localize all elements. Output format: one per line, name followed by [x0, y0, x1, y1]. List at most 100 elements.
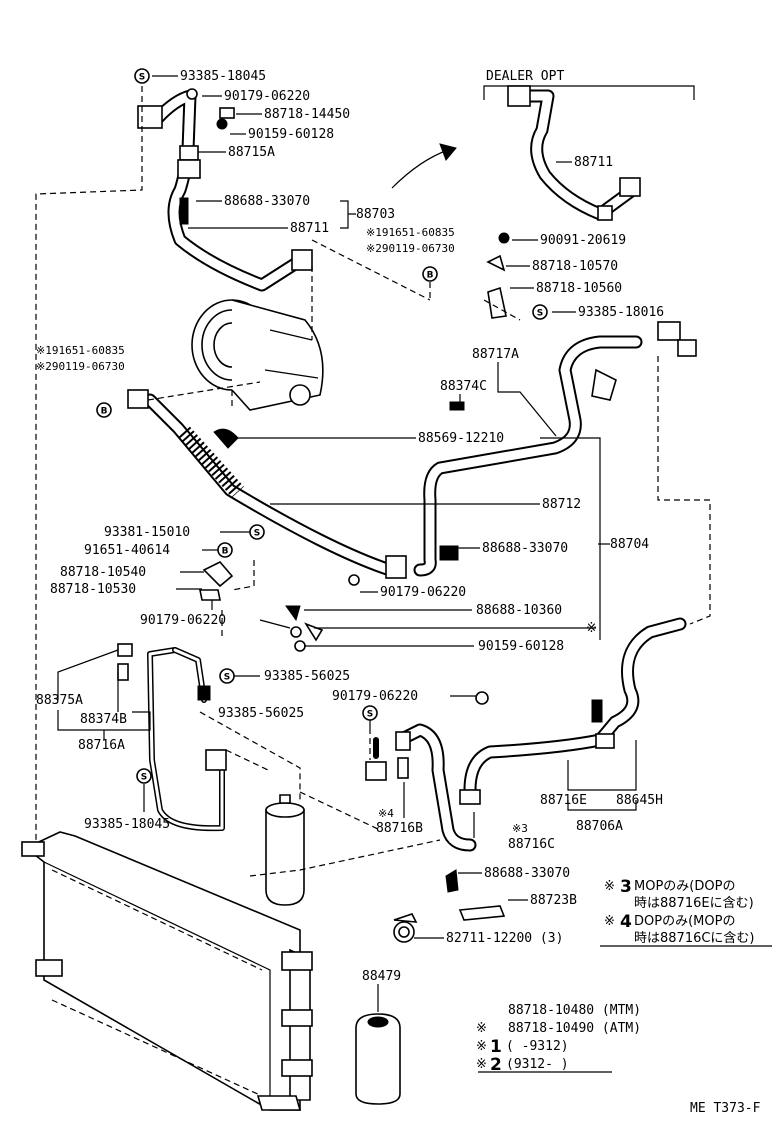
label-88688-33070: 88688-33070: [224, 194, 310, 209]
suction-hose-88711-dealer: [486, 85, 641, 319]
note-191651-60835: ※191651-60835: [36, 344, 125, 357]
label-88706A: 88706A: [576, 819, 623, 834]
legend-mtm: 88718-10480 (MTM): [508, 1003, 641, 1018]
label-90179-06220: 90179-06220: [224, 89, 310, 104]
note-4-mark: ※4: [378, 807, 394, 820]
fitting-block-icon: [137, 105, 163, 129]
svg-text:B: B: [427, 271, 434, 281]
s-badge: S: [249, 524, 265, 540]
condenser: [21, 831, 313, 1111]
label-93385-56025: 93385-56025: [264, 669, 350, 684]
bracket-88718-10540-10530: [199, 561, 324, 652]
label-88718-10570: 88718-10570: [532, 259, 618, 274]
svg-text:※: ※: [604, 914, 615, 929]
label-88569-12210: 88569-12210: [418, 431, 504, 446]
o-ring-icon: [179, 197, 189, 225]
label-88479: 88479: [362, 969, 401, 984]
s-badge: S: [134, 68, 150, 84]
label-90091-20619: 90091-20619: [540, 233, 626, 248]
svg-text:S: S: [537, 309, 543, 319]
note-3-text: MOPのみ(DOPの: [634, 879, 735, 894]
svg-text:3: 3: [620, 877, 632, 897]
label-88703: 88703: [356, 207, 395, 222]
b-badge: B: [217, 542, 233, 558]
label-88718-10560: 88718-10560: [536, 281, 622, 296]
label-88711-dealer: 88711: [574, 155, 613, 170]
label-90159-60128: 90159-60128: [478, 639, 564, 654]
receiver-drier: [265, 794, 305, 906]
note-290119-06730: ※290119-06730: [366, 242, 455, 255]
svg-text:※: ※: [476, 1021, 487, 1036]
label-88712: 88712: [542, 497, 581, 512]
part-labels: 93385-18045 90179-06220 88718-14450 9015…: [36, 69, 664, 984]
label-88718-10530: 88718-10530: [50, 582, 136, 597]
label-88688-10360: 88688-10360: [476, 603, 562, 618]
svg-text:B: B: [101, 407, 108, 417]
svg-text:B: B: [222, 547, 229, 557]
label-93385-18045: 93385-18045: [180, 69, 266, 84]
liquid-tube-88716A: [117, 643, 227, 832]
label-88718-14450: 88718-14450: [264, 107, 350, 122]
leader-lines: [57, 75, 772, 1073]
s-badge: S: [136, 768, 152, 784]
suction-hose-88711-left: [137, 88, 313, 292]
label-88645H: 88645H: [616, 793, 663, 808]
label-93385-56025: 93385-56025: [218, 706, 304, 721]
note-191651-60835: ※191651-60835: [366, 226, 455, 239]
legend-range-2: (9312- ): [506, 1057, 569, 1072]
label-88716A: 88716A: [78, 738, 125, 753]
legend-range-1: ( -9312): [506, 1039, 569, 1054]
figure-code: ME T373-F: [690, 1101, 761, 1116]
hose-clamp-82711: [393, 913, 418, 943]
label-88374B: 88374B: [80, 712, 127, 727]
tube-88716C: [395, 691, 506, 921]
label-82711-12200: 82711-12200 (3): [446, 931, 563, 946]
label-88716B: 88716B: [376, 821, 423, 836]
note-4-text: 時は88716Cに含む): [634, 930, 755, 946]
notes-block: ※ 3 MOPのみ(DOPの 時は88716Eに含む) ※ 4 DOPのみ(MO…: [604, 877, 755, 946]
note-3-text: 時は88716Eに含む): [634, 895, 754, 911]
dealer-opt-header: DEALER OPT: [486, 69, 564, 84]
note-290119-06730: ※290119-06730: [36, 360, 125, 373]
svg-text:※: ※: [604, 879, 615, 894]
label-88716C: 88716C: [508, 837, 555, 852]
liquid-tube-88717A: [348, 321, 697, 586]
s-badge: S: [532, 304, 548, 320]
s-badge: S: [219, 668, 235, 684]
bottle-88479: [355, 984, 401, 1105]
svg-text:S: S: [141, 773, 147, 783]
bracket-icon: [219, 107, 235, 119]
discharge-hose-88712: [127, 389, 407, 579]
label-88717A: 88717A: [472, 347, 519, 362]
b-badge: B: [422, 266, 438, 282]
label-88718-10540: 88718-10540: [60, 565, 146, 580]
note-mark: ※: [586, 621, 597, 636]
label-88704: 88704: [610, 537, 649, 552]
bolt-icon: [216, 118, 228, 130]
label-93385-18045: 93385-18045: [84, 817, 170, 832]
svg-text:S: S: [367, 710, 373, 720]
svg-text:S: S: [139, 73, 145, 83]
label-90179-06220: 90179-06220: [140, 613, 226, 628]
label-88688-33070: 88688-33070: [482, 541, 568, 556]
svg-text:S: S: [254, 529, 260, 539]
label-88688-33070: 88688-33070: [484, 866, 570, 881]
s-badge: S: [362, 705, 378, 721]
label-93381-15010: 93381-15010: [104, 525, 190, 540]
svg-text:2: 2: [490, 1055, 502, 1075]
label-90179-06220: 90179-06220: [332, 689, 418, 704]
dealer-opt-bracket: DEALER OPT: [483, 69, 695, 100]
legend-block: 88718-10480 (MTM) ※ 88718-10490 (ATM) ※ …: [476, 1003, 641, 1075]
label-90179-06220: 90179-06220: [380, 585, 466, 600]
label-88711: 88711: [290, 221, 329, 236]
legend-atm: 88718-10490 (ATM): [508, 1021, 641, 1036]
svg-text:※: ※: [476, 1039, 487, 1054]
svg-text:1: 1: [490, 1037, 502, 1057]
compressor-illustration: [191, 299, 324, 411]
label-88715A: 88715A: [228, 145, 275, 160]
svg-text:4: 4: [620, 912, 632, 932]
label-90159-60128: 90159-60128: [248, 127, 334, 142]
label-88716E: 88716E: [540, 793, 587, 808]
